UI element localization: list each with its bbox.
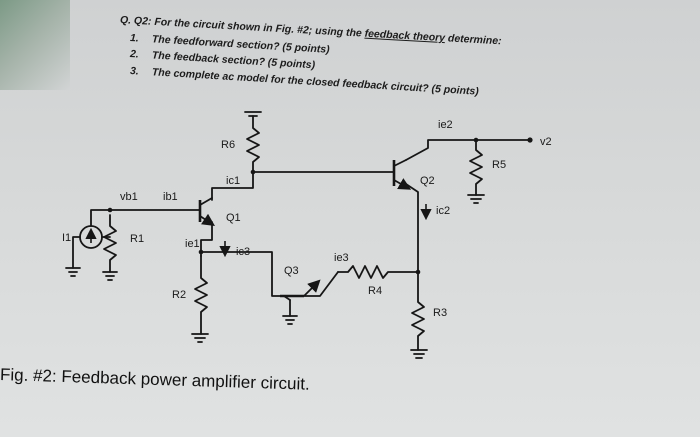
wires <box>90 137 533 317</box>
current-source-i1 <box>72 225 111 269</box>
circuit-labels: R6 ic1 vb1 ib1 Q1 I1 R1 ie1 ic3 Q3 ie3 R… <box>62 119 552 319</box>
resistor-r1 <box>103 214 117 273</box>
resistor-r5 <box>469 139 483 196</box>
label-r5: R5 <box>492 159 506 171</box>
label-r4: R4 <box>368 285 382 297</box>
label-ib1: ib1 <box>163 191 178 203</box>
current-arrows <box>219 204 432 258</box>
label-ie3: ie3 <box>334 252 349 264</box>
label-ic2: ic2 <box>436 205 450 217</box>
resistor-r3 <box>411 271 425 351</box>
label-r2: R2 <box>172 289 186 301</box>
resistor-r6 <box>246 115 260 173</box>
label-v2: v2 <box>540 136 552 148</box>
label-r6: R6 <box>221 139 235 151</box>
label-q1: Q1 <box>226 212 241 224</box>
label-ie1: ie1 <box>185 238 200 250</box>
transistor-q1 <box>198 197 215 226</box>
label-vb1: vb1 <box>120 191 138 203</box>
transistor-q3 <box>280 279 321 301</box>
label-i1: I1 <box>62 232 71 244</box>
label-ie2: ie2 <box>438 119 453 131</box>
resistor-r4 <box>337 265 419 279</box>
label-ic3: ic3 <box>236 246 250 258</box>
resistor-r2 <box>194 255 208 335</box>
label-q3: Q3 <box>284 265 299 277</box>
label-r1: R1 <box>130 233 144 245</box>
label-r3: R3 <box>433 307 447 319</box>
label-ic1: ic1 <box>226 175 240 187</box>
label-q2: Q2 <box>420 175 435 187</box>
transistor-q2 <box>392 159 412 190</box>
corner-shadow <box>0 0 70 90</box>
